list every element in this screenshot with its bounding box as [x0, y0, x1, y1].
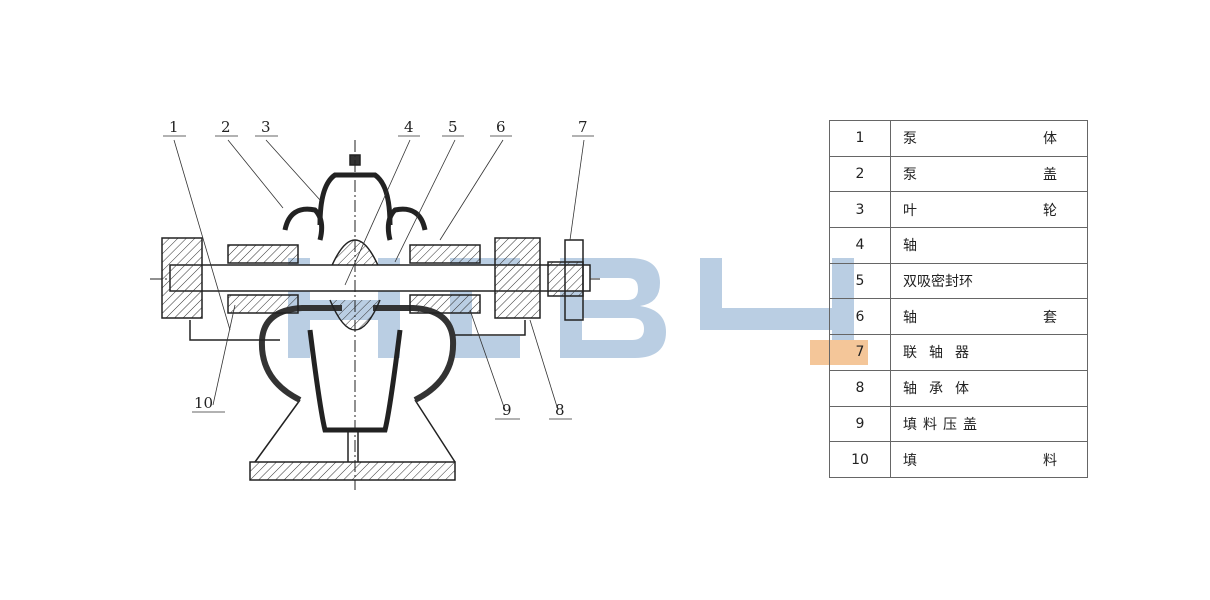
part-name-cell: 填料压盖: [890, 405, 1088, 443]
part-name-cell: 轴承体: [890, 369, 1088, 407]
callout-labels: 1 2 3 4 5 6 7 8 9 10: [169, 118, 588, 419]
part-number: 3: [829, 191, 891, 229]
part-name: 泵体: [903, 128, 1057, 148]
part-name-cell: 双吸密封环: [890, 262, 1088, 300]
part-name-char: 轴: [903, 309, 917, 326]
part-name-char: 料: [1043, 452, 1057, 469]
part-name-char: 套: [1043, 309, 1057, 326]
part-number: 5: [829, 262, 891, 300]
part-name-cell: 填料: [890, 441, 1088, 478]
part-name: 联轴器: [903, 345, 981, 362]
part-name: 轴承体: [903, 381, 981, 398]
callout-5: 5: [448, 118, 458, 136]
part-name-cell: 泵盖: [890, 155, 1088, 193]
part-name-cell: 泵体: [890, 120, 1088, 157]
part-name-char: 轮: [1043, 202, 1057, 219]
part-number: 7: [829, 334, 891, 371]
callout-9: 9: [502, 401, 512, 419]
pump-body: [150, 140, 600, 490]
table-row: 7 联轴器: [829, 334, 1088, 371]
leader-lines: [163, 135, 594, 420]
part-name-char: 叶: [903, 202, 917, 219]
table-row: 5 双吸密封环: [829, 262, 1088, 300]
callout-7: 7: [578, 118, 588, 136]
part-name-char: 泵: [903, 131, 917, 148]
part-number: 8: [829, 369, 891, 407]
callout-6: 6: [496, 118, 506, 136]
part-name-char: 泵: [903, 167, 917, 184]
callout-3: 3: [261, 118, 271, 136]
part-name-cell: 联轴器: [890, 334, 1088, 371]
callout-2: 2: [221, 118, 231, 136]
part-name: 双吸密封环: [903, 274, 973, 291]
callout-4: 4: [404, 118, 414, 136]
part-name-cell: 轴: [890, 227, 1088, 264]
callout-1: 1: [169, 118, 179, 136]
part-number: 2: [829, 155, 891, 193]
part-number: 6: [829, 298, 891, 336]
part-name: 轴: [903, 238, 917, 255]
table-row: 8 轴承体: [829, 369, 1088, 407]
callout-10: 10: [194, 394, 213, 412]
part-number: 4: [829, 227, 891, 264]
part-name: 填料压盖: [903, 416, 983, 433]
part-number: 1: [829, 120, 891, 157]
part-name-char: 体: [1043, 131, 1057, 148]
part-name-cell: 轴套: [890, 298, 1088, 336]
part-name: 叶轮: [903, 200, 1057, 220]
table-row: 9 填料压盖: [829, 405, 1088, 443]
part-name: 轴套: [903, 307, 1057, 327]
part-number: 9: [829, 405, 891, 443]
part-name-char: 填: [903, 452, 917, 469]
callout-8: 8: [555, 401, 565, 419]
part-name-cell: 叶轮: [890, 191, 1088, 229]
part-name: 填料: [903, 450, 1057, 470]
part-number: 10: [829, 441, 891, 478]
part-name: 泵盖: [903, 164, 1057, 184]
part-name-char: 盖: [1043, 167, 1057, 184]
